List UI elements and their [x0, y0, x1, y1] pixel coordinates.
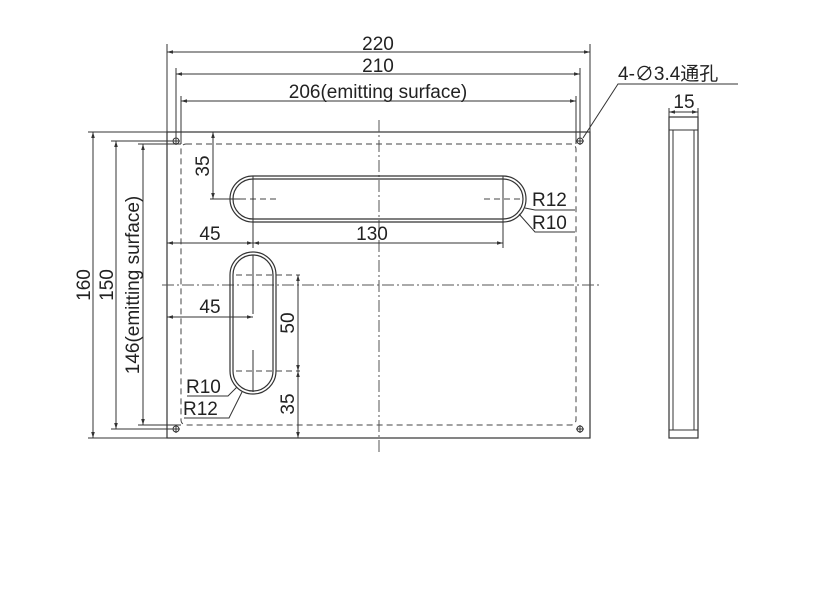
dim-slot-h-length: 130 — [356, 224, 388, 245]
slot-h-dimension-lines — [167, 132, 575, 248]
top-dimension-lines — [166, 44, 591, 144]
dim-emitting-height: 146(emitting surface) — [123, 196, 144, 374]
dim-hole-spacing-height: 150 — [97, 269, 118, 301]
slot-h-outer-radius: R12 — [532, 190, 567, 211]
dim-emitting-width: 206(emitting surface) — [289, 82, 467, 103]
dim-slot-h-top-offset: 35 — [193, 155, 214, 176]
dim-overall-height: 160 — [74, 269, 95, 301]
slot-v-outer-radius: R12 — [183, 399, 218, 420]
slot-h-inner-radius: R10 — [532, 213, 567, 234]
horizontal-slot — [229, 175, 527, 223]
dim-slot-v-length: 50 — [278, 312, 299, 333]
dim-slot-v-bottom-offset: 35 — [278, 393, 299, 414]
side-view — [668, 108, 699, 439]
dim-slot-h-left-offset: 45 — [199, 224, 220, 245]
dim-slot-v-left-offset: 45 — [199, 297, 220, 318]
left-dimension-lines — [88, 131, 181, 439]
hole-note: 4-∅3.4通孔 — [618, 63, 718, 85]
dim-hole-spacing-width: 210 — [362, 56, 394, 77]
slot-v-inner-radius: R10 — [186, 377, 221, 398]
dim-thickness: 15 — [673, 92, 694, 113]
hole-note-leader — [582, 83, 738, 139]
dim-overall-width: 220 — [362, 34, 394, 55]
slot-v-dimension-lines — [167, 275, 300, 438]
vertical-slot — [229, 251, 300, 395]
